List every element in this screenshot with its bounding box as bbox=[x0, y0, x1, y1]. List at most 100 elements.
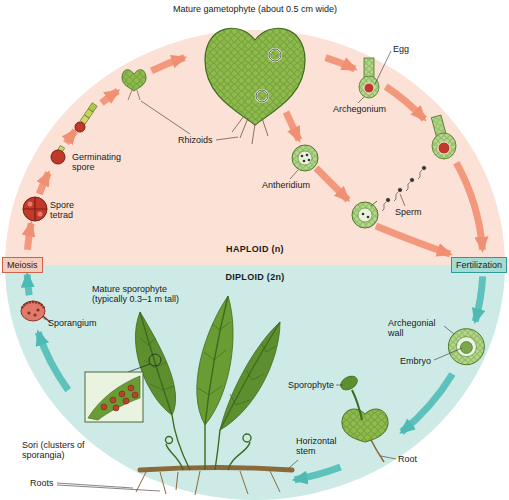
cycle-arrow bbox=[295, 467, 341, 480]
part-label: Antheridium bbox=[262, 180, 310, 190]
protonema bbox=[75, 122, 85, 132]
mature-sporophyte bbox=[215, 322, 280, 470]
sporangium bbox=[21, 301, 45, 321]
sporangium bbox=[36, 308, 39, 311]
sporangium bbox=[22, 302, 44, 308]
sori-inset bbox=[88, 376, 140, 420]
leader-line bbox=[42, 317, 46, 320]
mature-sporophyte bbox=[205, 296, 228, 470]
sperm bbox=[410, 178, 414, 182]
spore-tetrad bbox=[23, 197, 47, 221]
sperm bbox=[394, 192, 398, 201]
cycle-arrow bbox=[27, 275, 483, 480]
sori-inset bbox=[85, 372, 143, 422]
sperm bbox=[406, 182, 410, 191]
cycle-arrow bbox=[152, 58, 185, 71]
antheridium bbox=[303, 160, 306, 163]
stage-label: Mature sporophyte (typically 0.3–1 m tal… bbox=[92, 284, 202, 305]
cycle-arrow bbox=[38, 332, 68, 390]
mature-gametophyte bbox=[256, 90, 268, 102]
sori-inset bbox=[128, 385, 134, 391]
mature-sporophyte bbox=[228, 442, 250, 470]
antheridium bbox=[362, 213, 365, 216]
sporangium bbox=[27, 311, 30, 314]
spore-tetrad bbox=[38, 212, 43, 217]
cycle-arrow bbox=[28, 223, 32, 249]
sori-inset bbox=[149, 354, 161, 366]
sperm bbox=[382, 202, 386, 211]
part-label: Archegonial wall bbox=[388, 318, 443, 339]
sori-inset bbox=[132, 392, 138, 398]
mature-gametophyte bbox=[232, 116, 268, 144]
antheridium bbox=[308, 159, 311, 162]
leader-line bbox=[42, 51, 462, 491]
leader-line bbox=[358, 97, 364, 103]
sperm bbox=[386, 198, 390, 202]
sori-inset bbox=[113, 405, 119, 411]
mature-sporophyte bbox=[140, 312, 190, 470]
leader-line bbox=[375, 51, 391, 84]
mature-sporophyte bbox=[220, 322, 280, 430]
mature-gametophyte bbox=[205, 28, 305, 144]
leader-line bbox=[381, 456, 396, 459]
mature-gametophyte bbox=[269, 49, 281, 61]
cycle-arrow bbox=[456, 163, 482, 250]
part-label: Embryo bbox=[400, 356, 431, 366]
antheridium bbox=[371, 201, 377, 206]
mature-sporophyte bbox=[135, 296, 292, 495]
mature-sporophyte bbox=[243, 434, 251, 442]
leader-line bbox=[434, 348, 462, 360]
germinating-spore bbox=[51, 146, 65, 164]
phase-label: HAPLOID (n) bbox=[226, 244, 284, 254]
process-box: Fertilization bbox=[451, 257, 507, 273]
part-label: Root bbox=[398, 454, 417, 464]
part-label: Rhizoids bbox=[178, 135, 213, 145]
sperm bbox=[398, 188, 402, 192]
young-sporophyte bbox=[370, 438, 384, 462]
cycle-arrow bbox=[286, 112, 299, 140]
mature-sporophyte bbox=[166, 444, 183, 470]
box-label: Fertilization bbox=[456, 260, 502, 270]
part-label: Roots bbox=[30, 478, 54, 488]
cycle-arrow bbox=[402, 374, 453, 432]
cycle-arrow bbox=[39, 173, 48, 194]
archegonium bbox=[438, 142, 450, 154]
spore-tetrad bbox=[23, 197, 47, 221]
germinating-spore bbox=[51, 150, 65, 164]
antheridium bbox=[292, 145, 318, 171]
cycle-arrow bbox=[27, 275, 29, 296]
archegonium bbox=[431, 115, 456, 159]
archegonium bbox=[359, 58, 379, 98]
cycle-arrow bbox=[475, 276, 483, 321]
sori-inset bbox=[110, 397, 116, 403]
archegonium bbox=[364, 83, 374, 93]
phase-label: DIPLOID (2n) bbox=[225, 272, 284, 282]
young-sporophyte bbox=[338, 373, 388, 462]
box-label: Meiosis bbox=[7, 260, 38, 270]
mature-sporophyte bbox=[230, 344, 276, 405]
antheridium bbox=[306, 154, 309, 157]
mature-sporophyte bbox=[166, 437, 173, 444]
mature-gametophyte bbox=[256, 90, 268, 102]
part-label: Sporangium bbox=[48, 318, 97, 328]
spore-tetrad bbox=[23, 197, 47, 221]
phase-ground bbox=[5, 265, 505, 500]
antheridium bbox=[292, 145, 318, 171]
cycle-arrow bbox=[316, 168, 348, 200]
young-gametophyte bbox=[128, 90, 140, 100]
archegonium bbox=[359, 76, 379, 98]
sori-inset bbox=[119, 391, 125, 397]
antheridium bbox=[352, 202, 378, 228]
mature-sporophyte bbox=[136, 471, 280, 495]
cycle-arrow bbox=[376, 226, 450, 254]
embryo bbox=[460, 342, 472, 354]
part-label: Sori (clusters of sporangia) bbox=[22, 440, 88, 461]
leader-line bbox=[289, 460, 298, 468]
part-label: Egg bbox=[393, 44, 409, 54]
leader-line bbox=[400, 194, 405, 206]
young-gametophyte bbox=[122, 70, 146, 91]
leader-line bbox=[336, 385, 343, 386]
sori-inset bbox=[101, 385, 138, 411]
part-label: Archegonium bbox=[333, 104, 386, 114]
